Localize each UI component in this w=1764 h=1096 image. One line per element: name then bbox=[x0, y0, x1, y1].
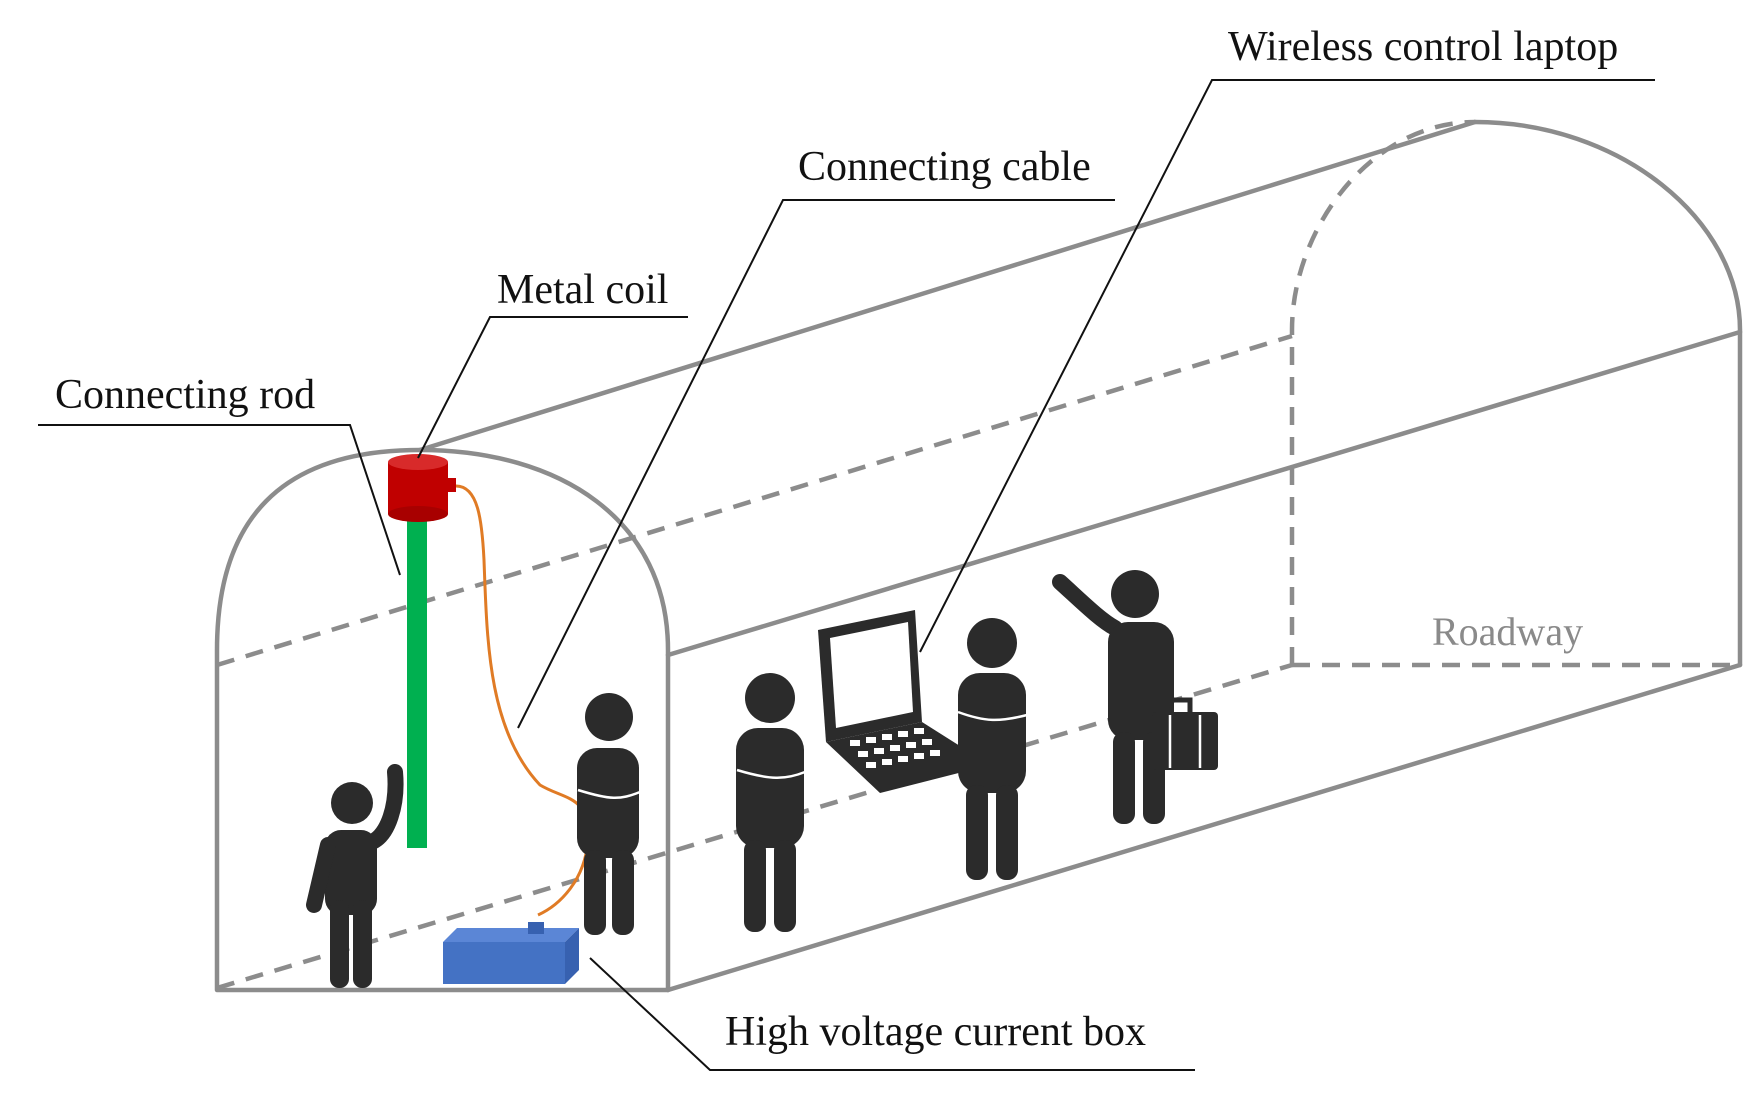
tunnel-top-line bbox=[417, 119, 1478, 453]
connecting-cable bbox=[455, 484, 590, 917]
worker-figure bbox=[957, 618, 1028, 880]
label-metal-coil: Metal coil bbox=[497, 267, 668, 313]
briefcase-icon bbox=[1152, 697, 1218, 770]
laptop-icon bbox=[818, 610, 990, 793]
hidden-left-upper-line bbox=[216, 333, 1293, 668]
tunnel-floor-right-line bbox=[665, 662, 1743, 993]
metal-coil bbox=[388, 454, 456, 522]
label-hv-box: High voltage current box bbox=[725, 1009, 1146, 1055]
high-voltage-box bbox=[443, 922, 579, 984]
worker-figure bbox=[306, 764, 404, 988]
connecting-rod bbox=[407, 515, 427, 848]
label-connecting-cable: Connecting cable bbox=[798, 144, 1091, 190]
callout-labels: Wireless control laptop Connecting cable… bbox=[55, 24, 1618, 1055]
label-roadway: Roadway bbox=[1432, 609, 1583, 654]
leader-connecting-rod bbox=[38, 424, 401, 576]
workers bbox=[306, 570, 1218, 988]
leader-hv-box bbox=[589, 957, 1195, 1071]
equipment bbox=[388, 454, 590, 984]
worker-figure bbox=[1052, 570, 1174, 824]
tunnel-side-upper-line bbox=[665, 329, 1743, 658]
worker-figure bbox=[736, 673, 806, 932]
label-wireless-laptop: Wireless control laptop bbox=[1228, 24, 1618, 70]
worker-figure bbox=[577, 693, 641, 935]
callout-leaders bbox=[38, 79, 1655, 1071]
leader-connecting-cable bbox=[517, 199, 1115, 729]
far-portal-hidden-arch bbox=[1289, 119, 1476, 665]
far-portal-arch bbox=[1472, 119, 1743, 668]
label-connecting-rod: Connecting rod bbox=[55, 372, 315, 418]
leader-metal-coil bbox=[417, 316, 688, 459]
leader-wireless-laptop bbox=[919, 79, 1655, 653]
